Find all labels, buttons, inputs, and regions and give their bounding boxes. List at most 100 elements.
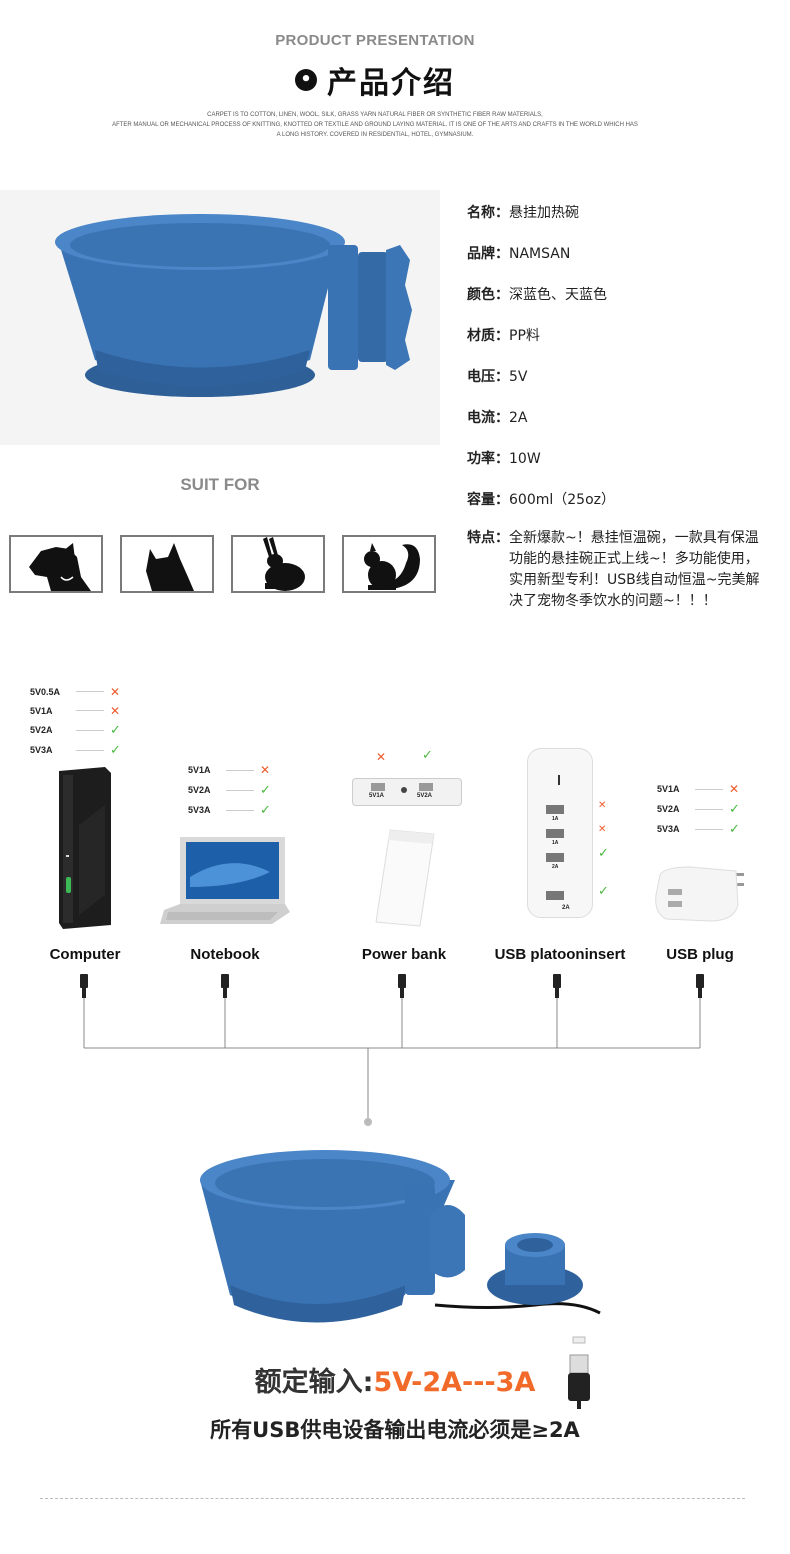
check-icon: ✓ — [260, 802, 271, 818]
rated-input-label: 额定输入: — [254, 1367, 374, 1398]
spec-key: 电压： — [467, 369, 509, 385]
check-icon: ✓ — [598, 846, 609, 861]
bullet-icon: • — [295, 69, 317, 91]
option-label: 5V2A — [30, 725, 53, 735]
spec-value: PP料 — [509, 328, 540, 344]
port-label: 2A — [552, 864, 559, 870]
option-connector — [76, 710, 104, 711]
option-connector — [695, 808, 723, 810]
indicator-light — [401, 787, 407, 793]
usb-strip-image: 1A 1A 2A 2A — [527, 748, 593, 918]
usb-port — [546, 829, 564, 838]
spec-key: 材质： — [467, 328, 509, 344]
suit-for-title: SUIT FOR — [180, 475, 260, 494]
usb-plug-image — [655, 866, 744, 922]
check-icon: ✓ — [110, 722, 121, 738]
port-label: 2A — [562, 905, 570, 911]
heated-bowl-image — [200, 1150, 601, 1323]
notebook-options: 5V1A ✕ 5V2A ✓ 5V3A ✓ — [188, 760, 298, 820]
device-label-usb-strip: USB platooninsert — [494, 946, 626, 963]
section-divider — [40, 1498, 745, 1499]
option-connector — [76, 749, 104, 751]
option-label: 5V1A — [657, 784, 680, 794]
spec-brand: 品牌：NAMSAN — [467, 243, 570, 263]
check-icon: ✓ — [110, 742, 121, 758]
x-icon: ✕ — [376, 750, 387, 764]
option-row: 5V3A ✓ — [188, 800, 298, 820]
usb-port — [546, 805, 564, 814]
spec-key: 品牌： — [467, 246, 509, 262]
option-label: 5V2A — [188, 785, 211, 795]
suit-rabbit-box — [231, 535, 325, 593]
port-label: 5V2A — [417, 793, 433, 799]
spec-value: 深蓝色、天蓝色 — [509, 287, 607, 303]
option-connector — [695, 788, 723, 790]
computer-tower-image — [59, 767, 111, 929]
suit-cat-box — [120, 535, 214, 593]
usb-plug-options: 5V1A ✕ 5V2A ✓ 5V3A ✓ — [657, 779, 767, 839]
option-row: 5V2A ✓ — [657, 799, 767, 819]
port-label: 5V1A — [369, 793, 385, 799]
option-label: 5V0.5A — [30, 686, 61, 697]
option-connector — [76, 691, 104, 692]
spec-value: 2A — [509, 410, 528, 426]
product-image-panel — [0, 190, 440, 445]
spec-value: 10W — [509, 451, 541, 467]
power-indicator — [558, 775, 560, 785]
x-icon: ✕ — [598, 800, 607, 811]
option-label: 5V1A — [188, 765, 211, 775]
device-label-notebook: Notebook — [190, 946, 260, 963]
spec-key: 容量： — [467, 492, 509, 508]
option-row: 5V1A ✕ — [30, 701, 140, 720]
option-connector — [226, 809, 254, 811]
option-row: 5V2A ✓ — [30, 720, 140, 740]
option-connector — [226, 789, 254, 791]
header-description-line: AFTER MANUAL OR MECHANICAL PROCESS OF KN… — [112, 122, 638, 128]
usb-connector-tree — [80, 974, 704, 1126]
spec-current: 电流：2A — [467, 407, 527, 427]
spec-material: 材质：PP料 — [467, 325, 540, 345]
option-row: 5V3A ✓ — [657, 819, 767, 839]
x-icon: ✕ — [729, 782, 740, 796]
spec-value: NAMSAN — [509, 246, 571, 262]
power-bank-image — [375, 829, 435, 927]
option-label: 5V2A — [657, 804, 680, 814]
power-bank-ports-image: 5V1A 5V2A — [352, 778, 462, 806]
option-row: 5V1A ✕ — [188, 760, 298, 780]
squirrel-icon — [364, 543, 420, 590]
spec-value: 悬挂加热碗 — [509, 205, 579, 221]
spec-key: 电流： — [467, 410, 509, 426]
hanging-bowl-image — [55, 214, 412, 397]
device-label-computer: Computer — [49, 946, 121, 963]
computer-options: 5V0.5A ✕ 5V1A ✕ 5V2A ✓ 5V3A ✓ — [30, 682, 140, 760]
dog-icon — [29, 543, 91, 591]
option-connector — [226, 769, 254, 771]
x-icon: ✕ — [110, 684, 121, 699]
rated-input-note: 所有USB供电设备输出电流必须是≥2A — [210, 1418, 580, 1442]
header-description-line: A LONG HISTORY. COVERED IN RESIDENTIAL, … — [276, 132, 474, 138]
spec-name: 名称：悬挂加热碗 — [467, 202, 579, 222]
option-row: 5V0.5A ✕ — [30, 682, 140, 701]
header-title-en: PRODUCT PRESENTATION — [275, 32, 475, 49]
usb-cable-icon — [568, 1336, 590, 1409]
check-icon: ✓ — [729, 801, 740, 817]
option-label: 5V3A — [30, 745, 53, 755]
rated-input: 额定输入:5V-2A---3A — [0, 1360, 790, 1399]
x-icon: ✕ — [260, 763, 271, 777]
spec-voltage: 电压：5V — [467, 366, 527, 386]
port-label: 1A — [552, 840, 559, 846]
notebook-image — [160, 837, 290, 924]
header-description: CARPET IS TO COTTON, LINEN, WOOL, SILK, … — [60, 110, 690, 140]
option-label: 5V3A — [657, 824, 680, 834]
spec-value: 600ml（25oz） — [509, 492, 615, 508]
header-title-cn: 产品介绍 — [327, 66, 455, 101]
x-icon: ✕ — [598, 824, 607, 835]
port-label: 1A — [552, 816, 559, 822]
spec-key: 颜色： — [467, 287, 509, 303]
check-icon: ✓ — [422, 748, 433, 763]
usb-port — [371, 783, 385, 791]
check-icon: ✓ — [260, 782, 271, 798]
option-connector — [695, 828, 723, 830]
cat-icon — [146, 543, 194, 591]
usb-port — [546, 853, 564, 862]
